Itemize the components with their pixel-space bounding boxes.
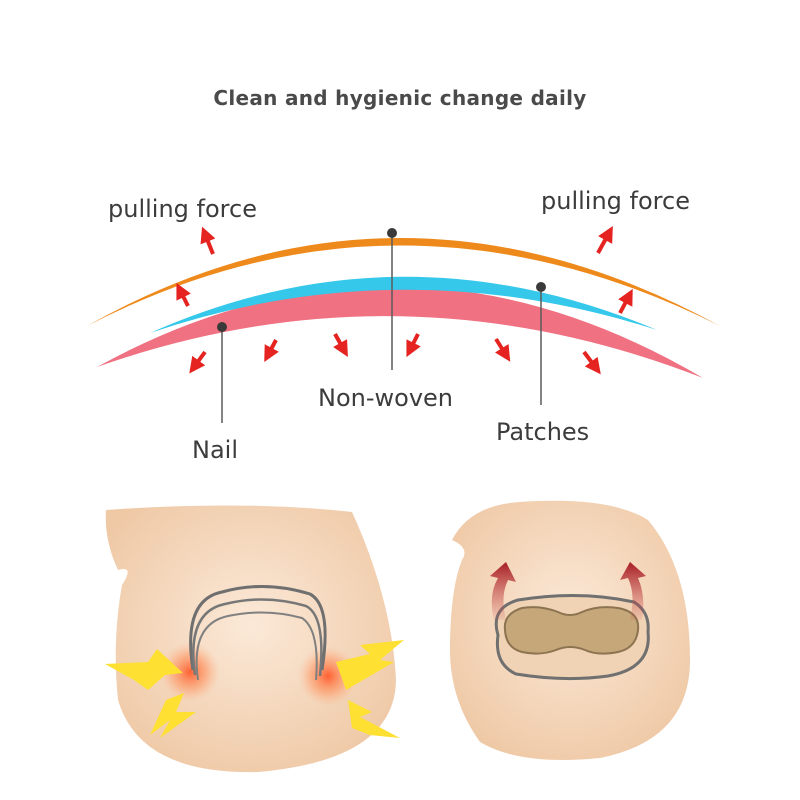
arrow-down-5 [494, 337, 511, 362]
non-woven-label: Non-woven [318, 384, 453, 412]
non-woven-layer [87, 238, 720, 326]
patches-dot [536, 282, 546, 292]
lightning-right-bottom-icon [348, 700, 400, 738]
lightning-left-top-icon [105, 649, 183, 690]
arrow-up-right-2 [618, 288, 633, 314]
lightning-right-top-icon [336, 640, 404, 690]
arrow-up-left-1 [200, 226, 216, 255]
page-title: Clean and hygienic change daily [213, 86, 587, 110]
leader-lines [221, 233, 542, 423]
patch-layer [150, 276, 657, 333]
ingrown-nail-outline [189, 585, 327, 671]
patches-label: Patches [496, 418, 590, 446]
pulling-force-left-label: pulling force [108, 195, 257, 223]
arrow-up-left-2 [176, 282, 191, 307]
nail-label: Nail [192, 436, 238, 464]
curl-arrow-right-icon [620, 562, 646, 620]
arrow-down-2 [264, 339, 279, 363]
arrow-down-1 [189, 350, 207, 374]
lightning-left-bottom-icon [150, 693, 196, 738]
curl-arrow-left-icon [490, 562, 516, 620]
arrow-down-3 [333, 333, 348, 357]
nail-layer [97, 286, 703, 378]
force-arrows [176, 225, 633, 375]
toe-after [450, 500, 690, 760]
correction-patch [503, 606, 640, 655]
nail-dot [217, 322, 227, 332]
non-woven-dot [387, 228, 397, 238]
arrow-up-right-1 [596, 225, 613, 254]
pain-glow-left [160, 642, 220, 702]
arrow-down-6 [582, 350, 601, 375]
toe-before-skin [105, 505, 396, 773]
arrow-down-4 [406, 333, 421, 358]
toe-before [105, 505, 404, 773]
pulling-force-right-label: pulling force [541, 187, 690, 215]
